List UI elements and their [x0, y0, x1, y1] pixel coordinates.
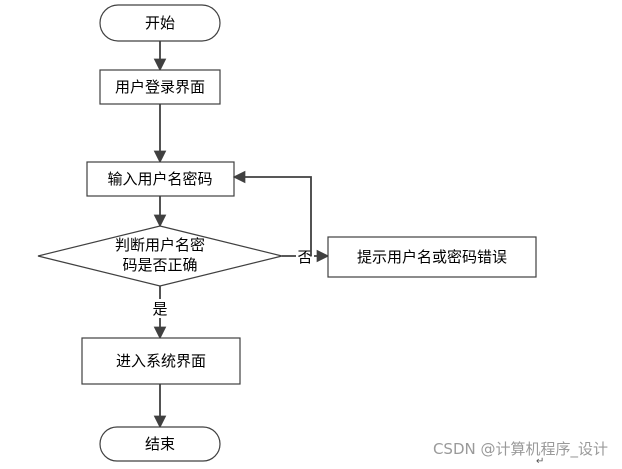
login-page-shape — [99, 69, 221, 105]
arrow-loop-back-to-input — [232, 170, 312, 256]
login-page-label: 用户登录界面 — [115, 78, 205, 96]
watermark: CSDN @计算机程序_设计 — [432, 440, 608, 458]
start-label: 开始 — [145, 14, 175, 32]
start-node: 开始 — [99, 4, 221, 42]
enter-system-shape — [81, 337, 241, 385]
enter-system-node: 进入系统界面 — [81, 337, 241, 385]
yes-label: 是 — [152, 300, 167, 318]
login-page-node: 用户登录界面 — [99, 69, 221, 105]
enter-system-label: 进入系统界面 — [116, 352, 206, 370]
no-label: 否 — [297, 248, 312, 266]
decision-node: 判断用户名密 码是否正确 — [37, 225, 283, 287]
yes-label-bg — [150, 299, 170, 318]
input-credentials-label: 输入用户名密码 — [107, 170, 212, 188]
input-credentials-node: 输入用户名密码 — [86, 161, 235, 197]
end-node: 结束 — [99, 426, 221, 462]
no-label-bg — [296, 247, 314, 266]
decision-label-line1: 判断用户名密 — [115, 236, 205, 254]
decision-label-line2: 码是否正确 — [122, 256, 197, 274]
error-prompt-shape — [327, 236, 537, 278]
error-prompt-node: 提示用户名或密码错误 — [327, 236, 537, 278]
return-mark-icon: ↵ — [536, 456, 545, 467]
error-prompt-label: 提示用户名或密码错误 — [357, 248, 507, 266]
end-label: 结束 — [145, 435, 175, 453]
end-shape — [99, 426, 221, 462]
